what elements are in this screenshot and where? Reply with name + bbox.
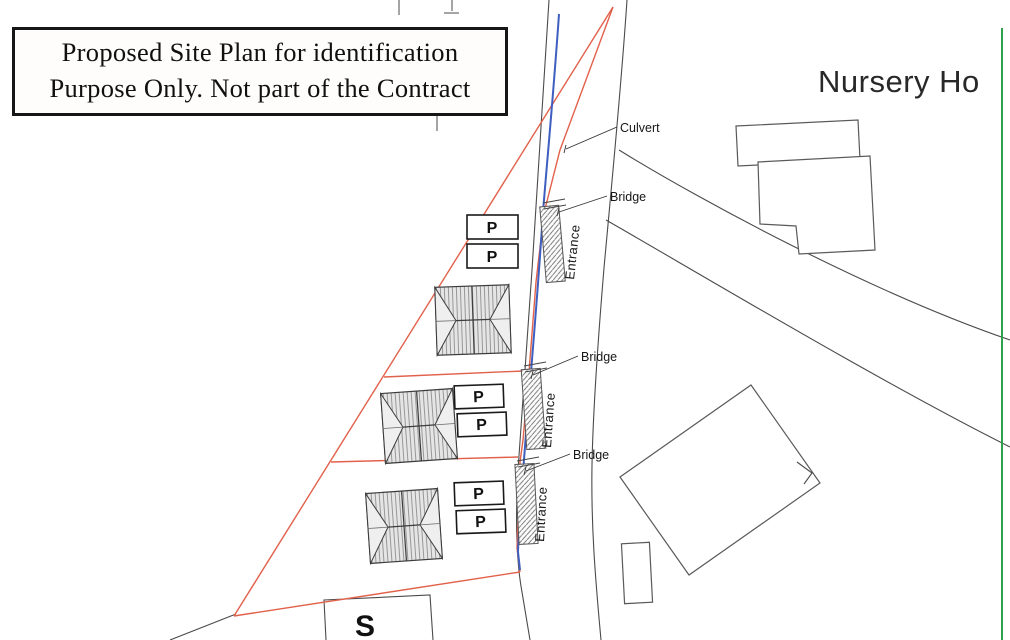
culvert-label: Culvert: [620, 121, 660, 135]
house-2: [380, 386, 458, 466]
parking-label: P: [473, 486, 485, 503]
bridge-symbols: [516, 198, 567, 468]
house-3: [365, 486, 443, 566]
bridge-symbol: [524, 367, 548, 373]
parking-pair-2: P P: [453, 383, 508, 438]
parking-label: P: [473, 389, 485, 406]
bridge-symbol: [542, 198, 566, 204]
parking-label: P: [487, 220, 498, 237]
disclaimer-box: Proposed Site Plan for identification Pu…: [12, 27, 508, 116]
parking-label: P: [475, 514, 487, 531]
parking-space: [456, 411, 508, 438]
parking-space: [453, 480, 505, 507]
entrance-strip-2: [520, 367, 547, 451]
parking-space: [455, 508, 507, 535]
road-edges: [169, 0, 1010, 640]
bridge-label-1: Bridge: [610, 190, 646, 204]
driveway-lower-edge: [605, 219, 1010, 448]
bridge-symbol: [516, 456, 540, 462]
disclaimer-line-1: Proposed Site Plan for identification: [61, 37, 459, 67]
entrance-strip-1: [539, 204, 566, 284]
parking-pair-3: P P: [453, 480, 507, 535]
bridge-label-3: Bridge: [573, 448, 609, 462]
entrance-strip-3: [514, 463, 539, 545]
nursery-house-building: [735, 119, 876, 255]
bridge-leader-2: [530, 355, 579, 380]
parking-label: P: [487, 249, 498, 266]
neighbour-building-south: [619, 384, 821, 605]
parking-label: P: [476, 417, 488, 434]
entrance-label-1: Entrance: [562, 224, 583, 280]
disclaimer-line-2: Purpose Only. Not part of the Contract: [49, 72, 471, 103]
bridge-symbol: [543, 204, 567, 210]
bridge-leader-1: [556, 195, 608, 217]
road-right-edge: [591, 0, 628, 640]
bridge-symbol: [523, 361, 547, 367]
nursery-house-label: Nursery Ho: [818, 64, 980, 99]
boundary-west: [233, 6, 614, 617]
bridge-symbol: [517, 462, 541, 468]
building-outline: [619, 384, 821, 576]
parking-space: [466, 214, 519, 240]
track-line: [169, 613, 237, 640]
entrance-label-3: Entrance: [532, 486, 550, 542]
plot-division-1: [383, 370, 524, 378]
parking-pair-1: P P: [466, 214, 519, 269]
building-outline: [757, 155, 876, 255]
driveway-upper-edge: [618, 149, 1010, 341]
building-notch: [796, 461, 813, 485]
parking-space: [453, 383, 505, 410]
outbuilding: [620, 541, 654, 605]
house-1: [434, 282, 512, 358]
leader-lines: [523, 126, 618, 476]
road-left-edge: [516, 0, 550, 640]
boundary-south: [233, 571, 521, 617]
entrance-label-2: Entrance: [539, 392, 558, 448]
parking-space: [466, 243, 519, 269]
bridge-label-2: Bridge: [581, 350, 617, 364]
bottom-building: S: [323, 594, 434, 640]
building-outline: [323, 594, 434, 640]
bridge-leader-3: [523, 453, 571, 476]
partial-building-text: S: [355, 610, 375, 640]
culvert-leader: [563, 126, 618, 154]
